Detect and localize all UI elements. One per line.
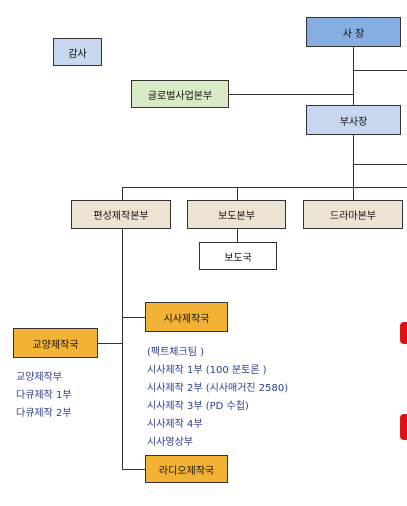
current-affairs-unit: 시사제작 3부 (PD 수첩) (147, 401, 249, 412)
line-to-education (98, 343, 122, 344)
current-affairs-unit: 시사영상부 (147, 437, 193, 448)
line-vice-right (353, 164, 407, 165)
line-drop-programming (122, 187, 123, 200)
current-affairs-unit: (팩트체크팀 ) (147, 347, 204, 358)
line-president-right (353, 70, 407, 71)
programming-hq-box: 편성제작본부 (71, 200, 171, 229)
vice-president-box: 부사장 (306, 105, 401, 135)
drama-hq-box: 드라마본부 (303, 200, 403, 229)
education-unit: 다큐제작 1부 (16, 390, 72, 401)
line-drop-drama (353, 187, 354, 200)
news-hq-box: 보도본부 (187, 200, 286, 229)
line-programming-trunk (122, 229, 123, 469)
line-news-to-bureau (237, 229, 238, 242)
auditor-box: 감사 (53, 38, 102, 66)
line-to-radio (122, 469, 145, 470)
president-box: 사 장 (306, 17, 401, 47)
line-president-down (353, 47, 354, 105)
education-unit: 교양제작부 (16, 372, 62, 383)
current-affairs-bureau-box: 시사제작국 (145, 302, 228, 332)
current-affairs-unit: 시사제작 4부 (147, 419, 203, 430)
education-bureau-box: 교양제작국 (13, 328, 98, 358)
global-business-hq-box: 글로벌사업본부 (131, 80, 229, 108)
red-mark-decoration (400, 322, 407, 344)
education-unit: 다큐제작 2부 (16, 408, 72, 419)
current-affairs-unit: 시사제작 2부 (시사매거진 2580) (147, 383, 289, 394)
radio-bureau-box: 라디오제작국 (145, 455, 228, 483)
line-hq-bus (122, 187, 407, 188)
line-to-current-affairs (122, 317, 145, 318)
red-mark-decoration (400, 414, 407, 440)
line-global-to-trunk (229, 94, 353, 95)
current-affairs-unit: 시사제작 1부 (100 분토론 ) (147, 365, 267, 376)
line-drop-news (237, 187, 238, 200)
news-bureau-box: 보도국 (199, 242, 277, 270)
line-vice-down (353, 135, 354, 187)
